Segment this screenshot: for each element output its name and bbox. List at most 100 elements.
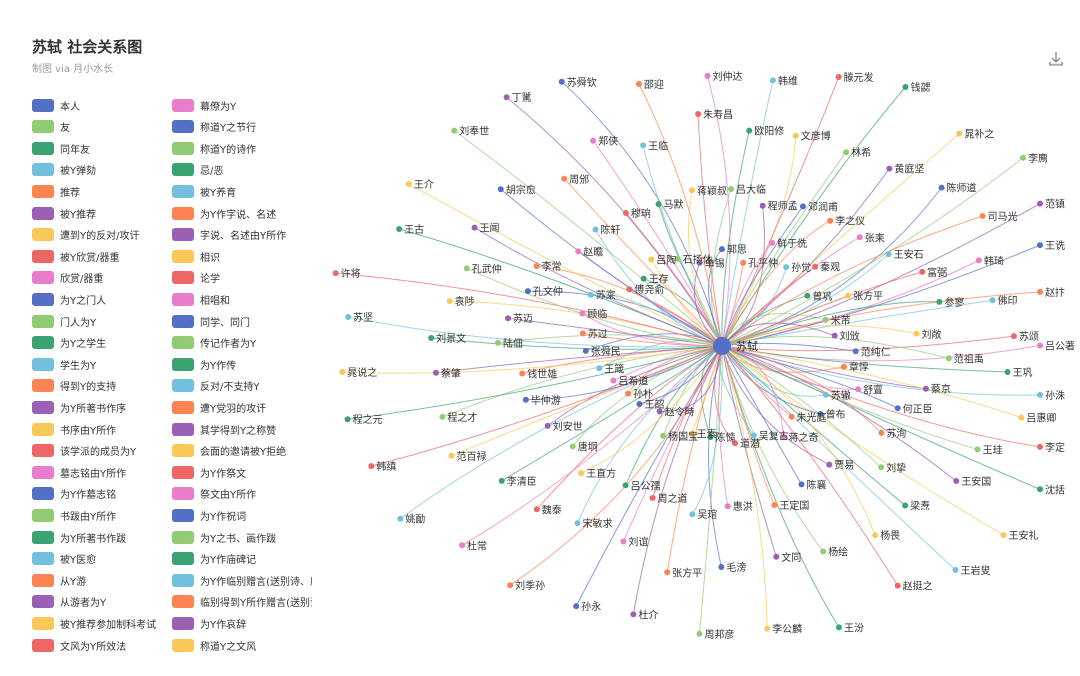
legend-item[interactable]: 得到Y的支持 — [32, 377, 116, 395]
legend-item[interactable]: 幕僚为Y — [172, 96, 236, 114]
person-node[interactable] — [622, 209, 629, 216]
legend-item[interactable]: 遭Y党羽的攻讦 — [172, 398, 266, 416]
person-node[interactable] — [759, 202, 766, 209]
person-node[interactable] — [640, 142, 647, 149]
legend-item[interactable]: 称道Y之节行 — [172, 118, 256, 136]
legend-item[interactable]: 同年友 — [32, 139, 90, 157]
legend-item[interactable]: 会面的邀请被Y拒绝 — [172, 442, 286, 460]
person-node[interactable] — [459, 542, 466, 549]
legend-item[interactable]: 被Y推荐参加制科考试 — [32, 614, 156, 632]
person-node[interactable] — [728, 185, 735, 192]
person-node[interactable] — [575, 248, 582, 255]
person-node[interactable] — [498, 477, 505, 484]
legend-item[interactable]: 推荐 — [32, 182, 80, 200]
legend-item[interactable]: 文风为Y所效法 — [32, 636, 126, 654]
person-node[interactable] — [590, 137, 597, 144]
person-node[interactable] — [826, 461, 833, 468]
person-node[interactable] — [804, 292, 811, 299]
person-node[interactable] — [522, 396, 529, 403]
person-node[interactable] — [626, 286, 633, 293]
person-node[interactable] — [835, 624, 842, 631]
person-node[interactable] — [558, 78, 565, 85]
person-node[interactable] — [952, 567, 959, 574]
person-node[interactable] — [938, 184, 945, 191]
legend-item[interactable]: 被Y弹劾 — [32, 161, 96, 179]
person-node[interactable] — [497, 186, 504, 193]
legend-item[interactable]: 遭到Y的反对/攻讦 — [32, 226, 139, 244]
person-node[interactable] — [989, 297, 996, 304]
person-node[interactable] — [798, 481, 805, 488]
person-node[interactable] — [494, 339, 501, 346]
person-node[interactable] — [696, 259, 703, 266]
legend-item[interactable]: 反对/不支持Y — [172, 377, 259, 395]
person-node[interactable] — [845, 292, 852, 299]
person-node[interactable] — [674, 255, 681, 262]
legend-item[interactable]: 为Y所著书作序 — [32, 398, 126, 416]
person-node[interactable] — [332, 270, 339, 277]
person-node[interactable] — [561, 175, 568, 182]
person-node[interactable] — [1037, 391, 1043, 398]
person-node[interactable] — [587, 291, 594, 298]
person-node[interactable] — [878, 429, 885, 436]
person-node[interactable] — [878, 464, 885, 471]
legend-item[interactable]: 从游者为Y — [32, 593, 106, 611]
legend-item[interactable]: 为Y作祭文 — [172, 463, 246, 481]
legend-item[interactable]: 传记作者为Y — [172, 334, 256, 352]
legend-item[interactable]: 墓志铭由Y所作 — [32, 463, 126, 481]
person-node[interactable] — [831, 332, 838, 339]
person-node[interactable] — [396, 226, 403, 233]
legend-item[interactable]: 被Y推荐 — [32, 204, 96, 222]
legend-item[interactable]: 本人 — [32, 96, 80, 114]
legend-item[interactable]: 其学得到Y之称赞 — [172, 420, 276, 438]
person-node[interactable] — [368, 463, 375, 470]
person-node[interactable] — [1037, 242, 1043, 249]
person-node[interactable] — [771, 502, 778, 509]
person-node[interactable] — [724, 503, 731, 510]
person-node[interactable] — [592, 226, 599, 233]
legend-item[interactable]: 为Y作祝词 — [172, 506, 246, 524]
person-node[interactable] — [505, 315, 512, 322]
legend-item[interactable]: 被Y养育 — [172, 182, 236, 200]
person-node[interactable] — [625, 390, 632, 397]
person-node[interactable] — [695, 111, 702, 118]
person-node[interactable] — [439, 413, 446, 420]
person-node[interactable] — [792, 132, 799, 139]
legend-item[interactable]: 为Y作临别赠言(送别诗、序) — [172, 571, 312, 589]
person-node[interactable] — [471, 224, 478, 231]
person-node[interactable] — [704, 72, 711, 79]
legend-item[interactable]: 被Y欣赏/器重 — [32, 247, 119, 265]
person-node[interactable] — [689, 511, 696, 518]
person-node[interactable] — [773, 553, 780, 560]
person-node[interactable] — [1004, 368, 1011, 375]
person-node[interactable] — [596, 365, 603, 372]
person-node[interactable] — [569, 443, 576, 450]
legend-item[interactable]: 该学派的成员为Y — [32, 442, 136, 460]
person-node[interactable] — [827, 217, 834, 224]
person-node[interactable] — [886, 165, 893, 172]
download-icon[interactable] — [1047, 50, 1065, 68]
person-node[interactable] — [822, 391, 829, 398]
person-node[interactable] — [574, 520, 581, 527]
person-node[interactable] — [648, 256, 655, 263]
legend-item[interactable]: 论学 — [172, 269, 220, 287]
legend-item[interactable]: 祭文由Y所作 — [172, 485, 256, 503]
person-node[interactable] — [1018, 414, 1025, 421]
person-node[interactable] — [656, 408, 663, 415]
person-node[interactable] — [635, 80, 642, 87]
person-node[interactable] — [660, 432, 667, 439]
person-node[interactable] — [636, 401, 643, 408]
person-node[interactable] — [812, 263, 819, 270]
person-node[interactable] — [432, 369, 439, 376]
person-node[interactable] — [922, 385, 929, 392]
legend-item[interactable]: 从Y游 — [32, 571, 86, 589]
legend-item[interactable]: 字说、名述由Y所作 — [172, 226, 286, 244]
person-node[interactable] — [451, 127, 458, 134]
person-node[interactable] — [689, 187, 696, 194]
person-node[interactable] — [524, 288, 531, 295]
person-node[interactable] — [610, 377, 617, 384]
person-node[interactable] — [579, 310, 586, 317]
person-node[interactable] — [1037, 288, 1043, 295]
person-node[interactable] — [655, 201, 662, 208]
person-node[interactable] — [750, 432, 757, 439]
person-node[interactable] — [428, 335, 435, 342]
